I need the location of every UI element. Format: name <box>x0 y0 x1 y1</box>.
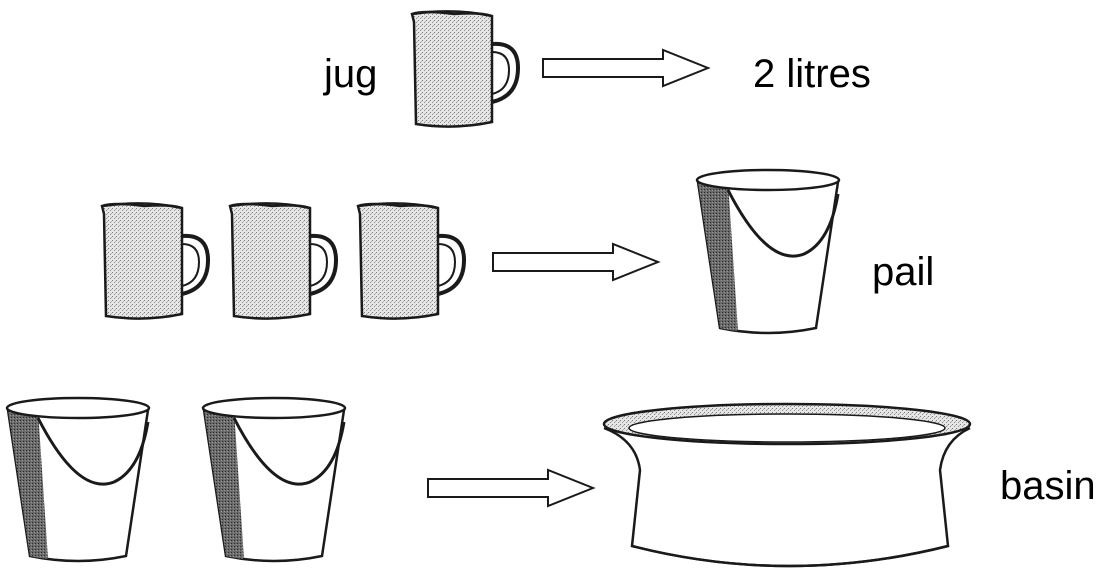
row-2-jug-1 <box>100 201 210 321</box>
row-3-pail-2 <box>201 396 347 563</box>
row-3-arrow <box>427 469 594 507</box>
jug-label: jug <box>324 52 378 96</box>
row-3-pail-1 <box>5 396 151 563</box>
row-1-jug <box>410 9 520 129</box>
row-2-pail <box>695 168 841 335</box>
basin-shape <box>602 402 972 568</box>
row-2-arrow <box>492 243 659 281</box>
row-2-jug-2 <box>228 201 338 321</box>
jug-capacity-label: 2 litres <box>753 52 871 96</box>
row-2-jug-3 <box>356 201 466 321</box>
basin-label: basin <box>1000 464 1096 508</box>
row-1-arrow <box>542 49 709 87</box>
pail-label: pail <box>872 250 935 294</box>
